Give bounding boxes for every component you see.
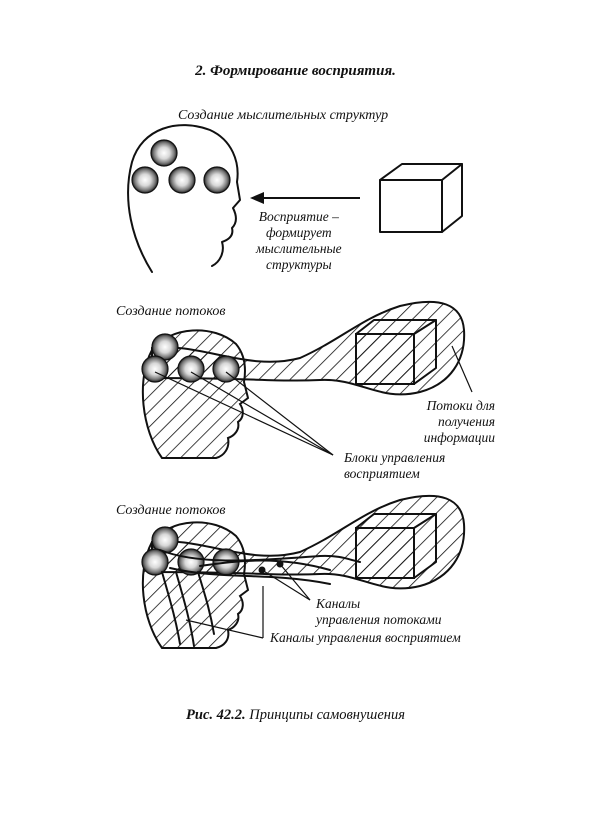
panel3-cube (355, 513, 437, 579)
panel3-channels (159, 549, 361, 647)
panel3-brain-blocks (141, 526, 240, 576)
panel3-title: Создание потоков (116, 503, 226, 518)
streams-label: Потоки для получения информации (423, 398, 495, 445)
section-heading: 2. Формирование восприятия. (195, 63, 396, 79)
panel1-cube (379, 163, 463, 233)
panel3-leader-lines (185, 563, 311, 639)
figure-caption-text: Принципы самовнушения (249, 707, 405, 723)
panel1-perception-arrow (250, 192, 360, 204)
panel1-brain-blocks (131, 139, 231, 194)
panel2-cube (355, 319, 437, 385)
blocks-label: Блоки управления восприятием (344, 450, 446, 481)
panel1-head (127, 124, 241, 273)
stream-channels-label: Каналы управления потоками (316, 596, 442, 627)
panel2-title: Создание потоков (116, 304, 226, 319)
perception-label: Восприятие – формирует мыслительные стру… (256, 209, 342, 272)
figure-number: Рис. 42.2. (186, 707, 246, 723)
figure-caption: Рис. 42.2. Принципы самовнушения (0, 707, 591, 724)
panel1-title: Создание мыслительных структур (178, 108, 389, 123)
perception-channels-label: Каналы управления восприятием (270, 630, 461, 645)
panel2-leader-lines (154, 345, 473, 456)
